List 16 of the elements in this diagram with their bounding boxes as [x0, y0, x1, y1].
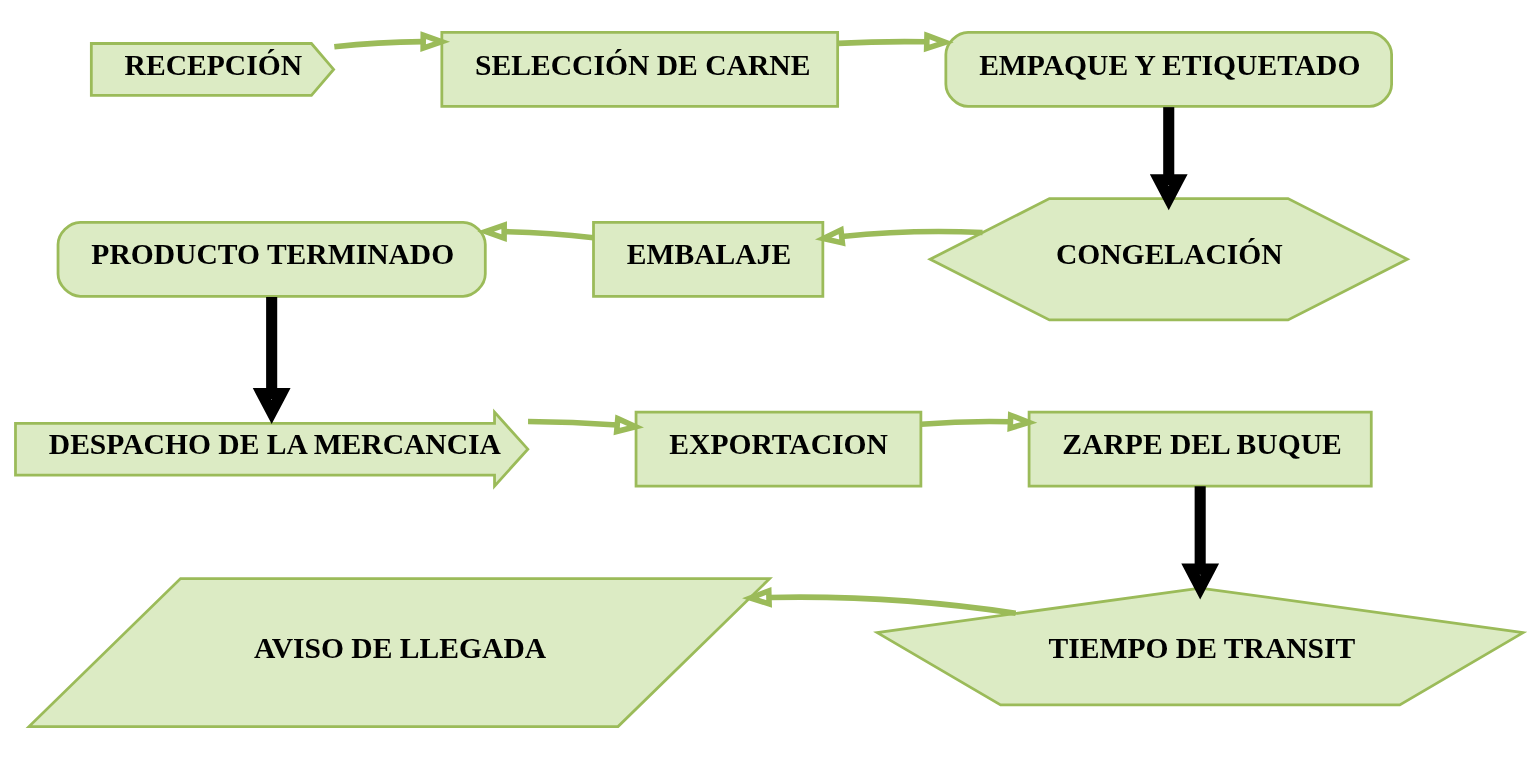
node-box: EMBALAJE	[592, 220, 825, 298]
arrow	[814, 225, 983, 246]
arrow	[742, 586, 1017, 616]
arrow	[334, 30, 451, 52]
arrow	[477, 220, 594, 242]
arrow	[920, 410, 1038, 432]
node-box: EMPAQUE Y ETIQUETADO	[944, 30, 1393, 108]
arrow	[837, 30, 954, 52]
arrow	[1181, 485, 1220, 600]
arrow	[1149, 106, 1188, 210]
node-box: PRODUCTO TERMINADO	[56, 220, 487, 298]
arrow	[252, 296, 291, 424]
arrow	[528, 414, 644, 435]
node-box: EXPORTACION	[634, 410, 923, 488]
node-box: ZARPE DEL BUQUE	[1027, 410, 1373, 488]
node-box: SELECCIÓN DE CARNE	[440, 30, 840, 108]
